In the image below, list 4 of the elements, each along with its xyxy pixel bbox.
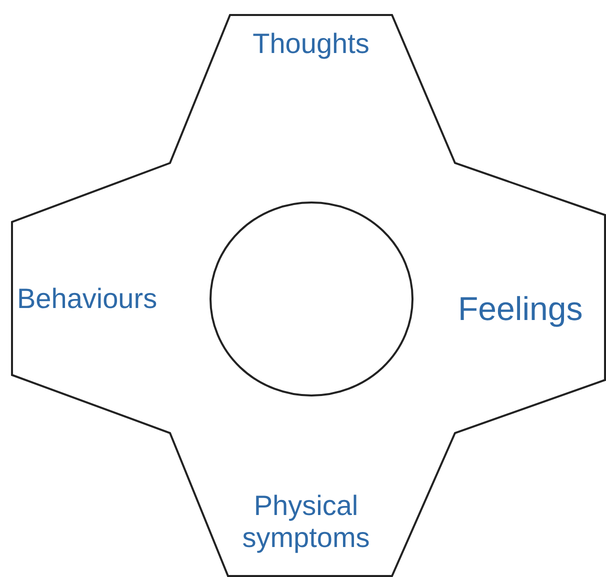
shape-label: Behaviours [17,283,158,316]
shape-label: Thoughts [252,28,370,60]
shape-label: Feelings [458,290,583,328]
shape-label: Physical symptoms [241,490,371,554]
